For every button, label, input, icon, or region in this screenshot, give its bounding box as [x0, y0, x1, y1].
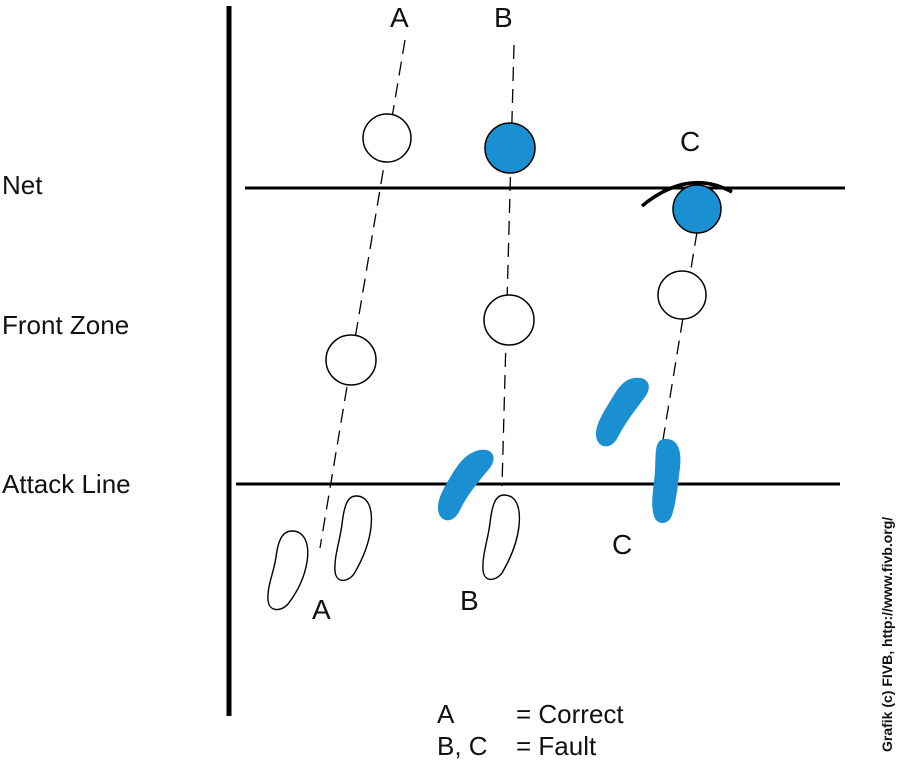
- trajectory-b: [501, 44, 515, 487]
- footprint-c-lower-fault: [652, 438, 681, 524]
- player-b-top-label: B: [494, 2, 513, 33]
- ball-b-low: [483, 294, 535, 346]
- footprint-b-right: [482, 494, 521, 581]
- trajectory-c: [661, 231, 698, 447]
- player-b-bottom-label: B: [460, 585, 479, 616]
- player-a-bottom-label: A: [312, 594, 331, 625]
- ball-a-low: [325, 334, 377, 386]
- footprint-a-right: [334, 495, 373, 582]
- ball-b-high-fault: [484, 122, 536, 174]
- front-zone-label: Front Zone: [2, 310, 129, 340]
- trajectory-a: [319, 39, 406, 549]
- legend-a-key: A: [437, 699, 455, 729]
- ball-c-low: [657, 270, 707, 320]
- attack-line-label: Attack Line: [2, 469, 131, 499]
- footprint-b-left-fault: [437, 449, 494, 521]
- net-arc-c: [640, 180, 733, 208]
- legend-bc-key: B, C: [437, 731, 488, 761]
- player-c-bottom-label: C: [612, 529, 632, 560]
- net-label: Net: [2, 170, 43, 200]
- legend-a-meaning: = Correct: [516, 699, 624, 729]
- credit-text: Grafik (c) FIVB, http://www.fivb.org/: [879, 517, 895, 752]
- ball-a-high: [362, 113, 412, 163]
- player-c-top-label: C: [680, 126, 700, 157]
- ball-c-high-fault: [672, 184, 722, 234]
- player-a-top-label: A: [390, 2, 409, 33]
- footprint-a-left: [267, 530, 309, 611]
- footprint-c-upper-fault: [595, 377, 649, 447]
- legend-bc-meaning: = Fault: [516, 731, 597, 761]
